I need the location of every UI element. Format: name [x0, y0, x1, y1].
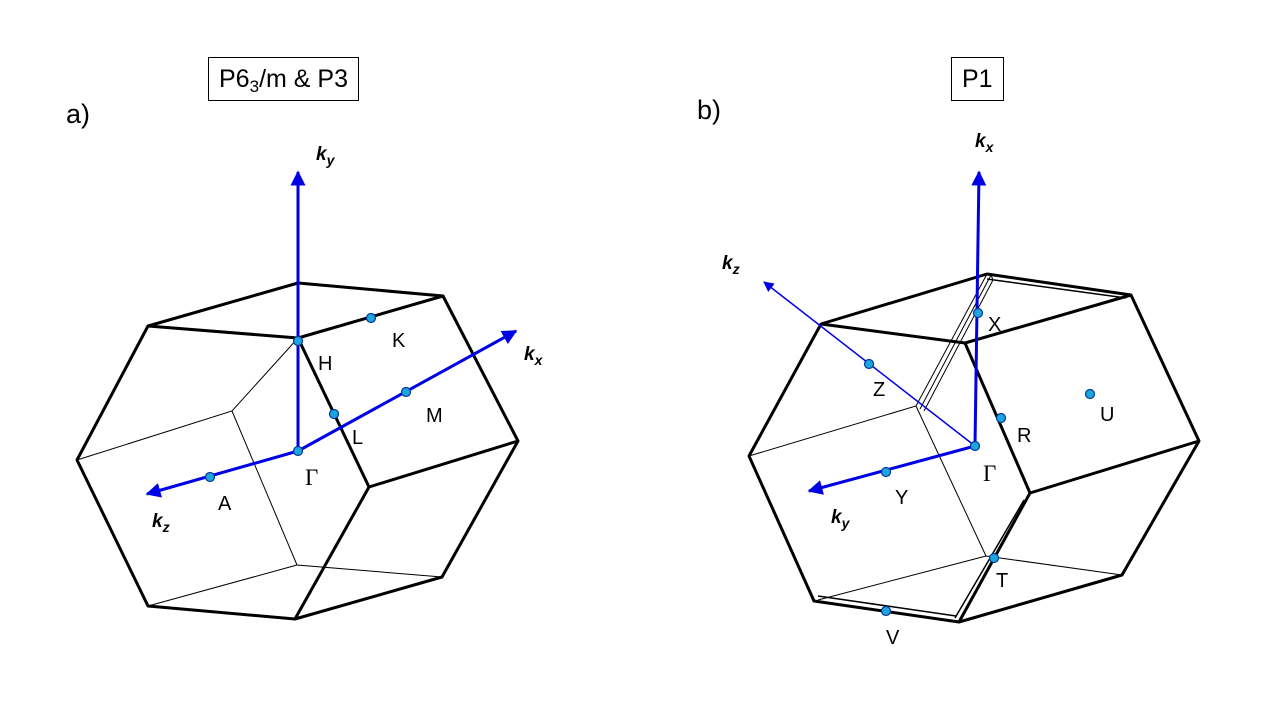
point-r	[995, 412, 1007, 424]
panel-b-ky-label: ky	[831, 507, 851, 531]
point-gamma-b	[969, 440, 981, 452]
point-l	[328, 408, 340, 420]
panel-a-title-rest: /m & P3	[259, 65, 348, 93]
panel-a-kz-axis	[145, 449, 299, 498]
panel-a-hidden-edges	[76, 283, 443, 607]
label-gamma: Γ	[305, 465, 318, 490]
label-h: H	[318, 353, 332, 375]
point-u	[1084, 388, 1096, 400]
point-gamma	[292, 445, 304, 457]
label-m: M	[426, 405, 443, 427]
label-gamma-b: Γ	[983, 461, 996, 486]
point-x	[972, 307, 984, 319]
label-v: V	[886, 627, 900, 649]
panel-b-points	[863, 307, 1096, 617]
label-a: A	[218, 493, 232, 515]
panel-a-title: P63/m & P3	[208, 57, 359, 101]
panel-a-brillouin-zone: ky kx kz H K L M Γ A	[75, 144, 544, 621]
panel-b-ky-axis	[807, 444, 976, 495]
panel-a-visible-edges	[75, 281, 520, 621]
point-m	[400, 386, 412, 398]
label-y: Y	[895, 487, 908, 509]
panel-b-title-main: P1	[962, 65, 993, 93]
panel-a-title-subscript: 3	[249, 77, 260, 96]
label-t: T	[996, 570, 1008, 592]
panel-a-kz-label: kz	[152, 511, 170, 535]
panel-b-kz-label: kz	[722, 253, 740, 277]
panel-a-points	[204, 312, 412, 483]
point-k	[365, 312, 377, 324]
point-y	[880, 466, 892, 478]
point-z	[863, 358, 875, 370]
panel-b-visible-edges	[747, 272, 1201, 624]
panel-b-hidden-edges	[748, 273, 1123, 601]
label-k: K	[392, 330, 406, 352]
point-t	[988, 552, 1000, 564]
point-v	[880, 605, 892, 617]
point-h	[292, 335, 304, 347]
label-u: U	[1100, 404, 1114, 426]
panel-b-title: P1	[951, 57, 1004, 101]
label-l: L	[352, 427, 363, 449]
panel-b-kx-label: kx	[975, 131, 995, 155]
label-r: R	[1017, 425, 1031, 447]
panel-a-kx-label: kx	[524, 344, 544, 368]
panel-a-title-main: P6	[219, 65, 250, 93]
panel-b-label: b)	[697, 95, 722, 125]
panel-a-label: a)	[66, 99, 91, 129]
label-x: X	[988, 314, 1001, 336]
panel-b-brillouin-zone: kx kz ky X Z U R Γ Y T V	[722, 131, 1201, 649]
point-a	[204, 471, 216, 483]
label-z: Z	[873, 379, 885, 401]
panel-a-ky-label: ky	[316, 144, 336, 168]
